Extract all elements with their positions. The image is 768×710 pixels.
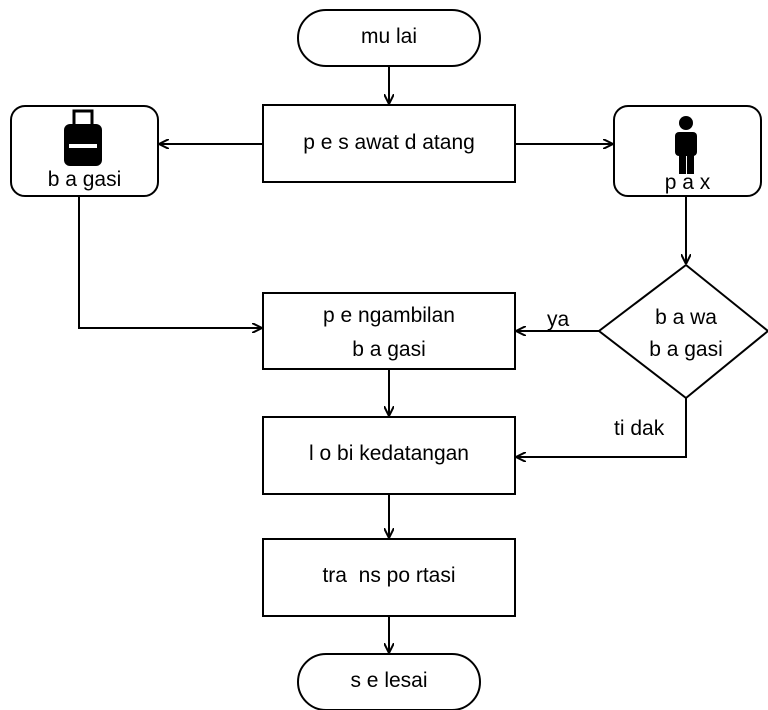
claim-label-line1: p e ngambilan <box>323 304 455 327</box>
baggage-label: b a gasi <box>47 168 122 191</box>
pax-label: p a x <box>664 171 711 194</box>
arrow-decision-no <box>517 398 687 457</box>
decision-label-line1: b a wa <box>655 306 717 329</box>
decision-diamond <box>597 263 768 400</box>
suitcase-icon <box>64 109 102 166</box>
end-terminator <box>297 653 481 710</box>
edge-label-yes: ya <box>547 308 570 331</box>
claim-label-line2: b a gasi <box>352 338 426 361</box>
arrival-label: p e s awat d atang <box>303 131 475 154</box>
arrival-box <box>262 104 516 183</box>
end-label: s e lesai <box>350 669 428 692</box>
edge-label-no: ti dak <box>614 417 665 440</box>
transport-label: tra ns po rtasi <box>322 564 456 587</box>
person-icon <box>675 116 697 174</box>
lobby-label: l o bi kedatangan <box>309 442 469 465</box>
start-label: mu lai <box>360 25 418 48</box>
decision-label-line2: b a gasi <box>649 338 723 361</box>
arrow-baggage-claim <box>78 196 261 328</box>
